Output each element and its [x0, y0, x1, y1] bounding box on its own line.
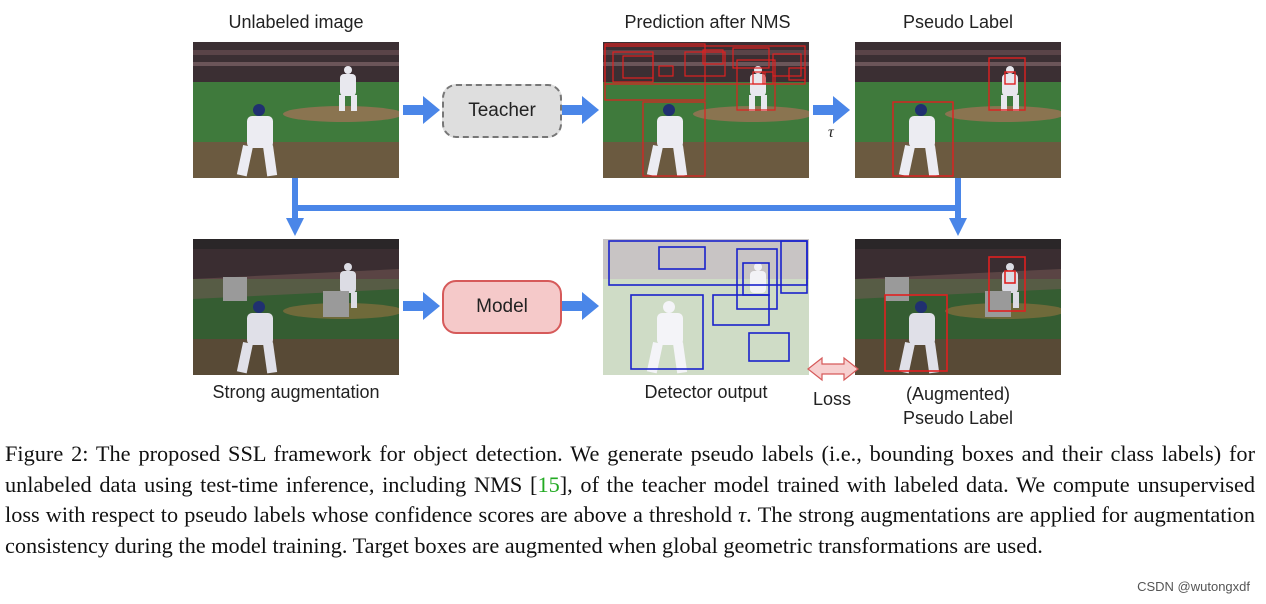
caption-part-1: Figure 2: The proposed SSL framework for…	[5, 441, 1255, 497]
teacher-label: Teacher	[468, 100, 536, 121]
detector-output-image	[603, 239, 809, 375]
caption-part-3: . The strong augmentations are applied f…	[5, 502, 1255, 558]
label-pseudo-label: Pseudo Label	[902, 12, 1014, 32]
label-detector-output: Detector output	[644, 382, 768, 402]
label-loss: Loss	[812, 389, 852, 409]
citation-link[interactable]: 15	[537, 471, 560, 497]
label-augmented-pseudo-label: Pseudo Label	[902, 408, 1014, 428]
label-unlabeled-image: Unlabeled image	[228, 12, 364, 32]
flow-arrow-model-to-detector	[562, 292, 599, 320]
unlabeled-image	[193, 42, 399, 178]
label-strong-augmentation: Strong augmentation	[212, 382, 380, 402]
tau-threshold-label: τ	[828, 124, 834, 141]
model-label: Model	[476, 296, 528, 317]
pseudo-label-image	[855, 42, 1061, 178]
strong-augmentation-image	[193, 239, 399, 375]
augmentation-connector	[286, 178, 967, 236]
teacher-node: Teacher	[442, 84, 562, 138]
loss-double-arrow	[807, 356, 859, 382]
augmented-pseudo-label-image	[855, 239, 1061, 375]
model-node: Model	[442, 280, 562, 334]
flow-arrow-to-model	[403, 292, 440, 320]
flow-arrow-to-teacher	[403, 96, 440, 124]
figure-caption: Figure 2: The proposed SSL framework for…	[5, 439, 1255, 561]
label-augmented: (Augmented)	[905, 384, 1011, 404]
flow-arrow-threshold	[813, 96, 850, 124]
caption-tau: τ	[738, 502, 747, 527]
flow-arrow-teacher-to-prediction	[562, 96, 599, 124]
watermark: CSDN @wutongxdf	[1137, 579, 1250, 594]
prediction-after-nms-image	[603, 42, 809, 178]
label-prediction-after-nms: Prediction after NMS	[624, 12, 791, 32]
caption-part-2: ], of the teacher model trained with lab…	[5, 471, 1256, 528]
